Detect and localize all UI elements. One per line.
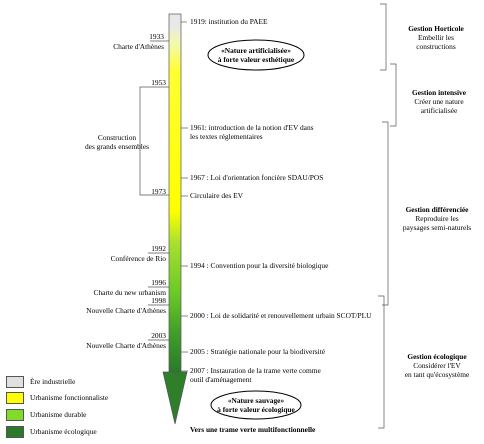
phase-intensive-title: Gestion intensive — [412, 88, 466, 97]
year-1953: 1953 — [151, 78, 166, 87]
event-1961-b: les textes réglementaires — [190, 132, 263, 141]
phase-differenciee-line2: paysages semi-naturels — [402, 223, 472, 232]
event-ticks — [181, 21, 188, 372]
legend-swatch-fonctionnaliste — [6, 392, 24, 404]
event-2007-b: outil d'aménagement — [190, 375, 252, 384]
event-1919: 1919: institution du PAEE — [190, 17, 268, 26]
year-1933: 1933 — [149, 32, 164, 41]
phase-ecologique-title: Gestion écologique — [407, 352, 467, 361]
phase-brackets — [378, 3, 397, 429]
year-2003: 2003 — [151, 331, 166, 340]
charte-new-urbanism: Charte du new urbanism — [93, 288, 166, 297]
event-circulaire: Circulaire des EV — [190, 191, 243, 200]
phase-intensive-line2: artificialisée — [420, 106, 458, 115]
bottom-caption: Vers une trame verte multifonctionnelle — [190, 425, 316, 434]
phase-differenciee-line1: Reproduire les — [415, 214, 459, 223]
top-oval-line-2: à forte valeur esthétique — [217, 55, 295, 64]
year-1996: 1996 — [151, 278, 166, 287]
bottom-oval — [210, 390, 302, 420]
construction-label-1: Construction — [97, 133, 137, 142]
event-2000: 2000 : Loi de solidarité et renouvelleme… — [190, 311, 372, 320]
legend-swatch-ecologique — [6, 426, 24, 438]
legend-label-fonctionnaliste: Urbanisme fonctionnaliste — [30, 393, 109, 402]
phase-ecologique-line1: Considérer l'EV — [413, 361, 461, 370]
timeline-bar — [168, 13, 182, 373]
nouvelle-charte-1998: Nouvelle Charte d'Athènes — [86, 306, 166, 315]
event-1994: 1994 : Convention pour la diversité biol… — [190, 261, 329, 270]
phase-differenciee-title: Gestion différenciée — [405, 205, 469, 214]
legend-swatch-industrielle — [6, 376, 24, 388]
top-oval — [207, 39, 305, 71]
construction-bracket — [139, 86, 148, 196]
legend-label-durable: Urbanisme durable — [30, 410, 87, 419]
legend-label-industrielle: Ère industrielle — [30, 377, 76, 386]
event-1961-a: 1961: introduction de la notion d'EV dan… — [190, 123, 314, 132]
phase-horticole-line2: constructions — [416, 42, 456, 51]
phase-intensive-line1: Créer une nature — [414, 97, 464, 106]
bottom-oval-line-1: «Nature sauvage» — [227, 396, 285, 405]
legend-label-ecologique: Urbanisme écologique — [30, 427, 97, 436]
phase-horticole-title: Gestion Horticole — [408, 24, 464, 33]
nouvelle-charte-2003: Nouvelle Charte d'Athènes — [86, 341, 166, 350]
phase-ecologique-line2: en tant qu'écosystème — [404, 370, 470, 379]
year-1973: 1973 — [151, 187, 166, 196]
legend-swatch-durable — [6, 409, 24, 421]
event-2005: 2005 : Stratégie nationale pour la biodi… — [190, 347, 326, 356]
top-oval-line-1: «Nature artificialisée» — [221, 46, 291, 55]
timeline-arrowhead — [162, 371, 188, 425]
charte-athenes: Charte d'Athènes — [113, 42, 164, 51]
year-lines — [148, 40, 169, 341]
phase-horticole-line1: Embellir les — [418, 33, 454, 42]
year-1992: 1992 — [151, 244, 166, 253]
year-1998: 1998 — [151, 296, 166, 305]
event-1967: 1967 : Loi d'orientation foncière SDAU/P… — [190, 173, 324, 182]
construction-label-2: des grands ensembles — [84, 142, 150, 151]
conference-rio: Conférence de Rio — [110, 254, 166, 263]
event-2007-a: 2007 : Instauration de la trame verte co… — [190, 366, 321, 375]
bottom-oval-line-2: à forte valeur écologique — [217, 405, 295, 414]
